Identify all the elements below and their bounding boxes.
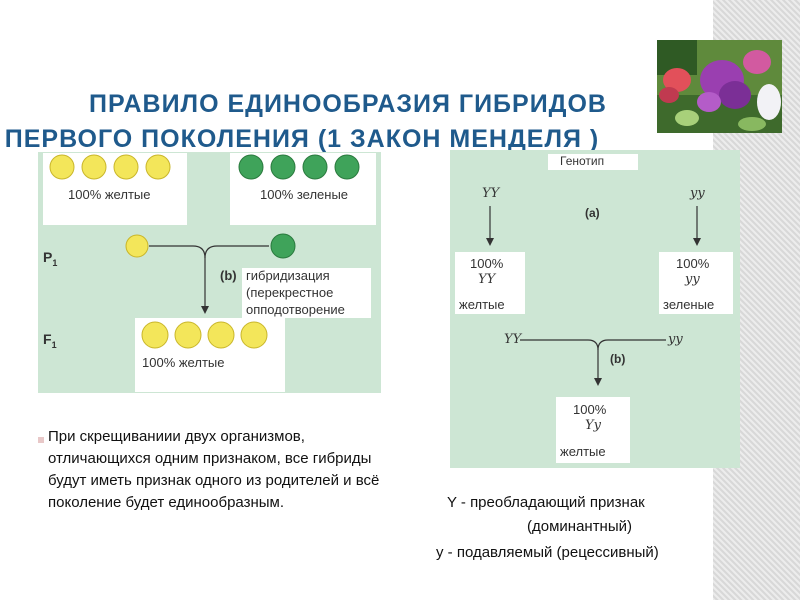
yellow-pea <box>207 321 235 349</box>
yellow-pea <box>240 321 268 349</box>
hybridization-box <box>242 268 371 318</box>
right-genotype-box <box>659 252 733 314</box>
green-pea <box>238 154 264 180</box>
cross-left-genotype: YY <box>504 332 522 347</box>
right-box-genotype: yy <box>685 272 700 287</box>
offspring-genotype-label: желтые <box>560 444 606 459</box>
left-genotype-box <box>455 252 525 314</box>
yellow-pea <box>113 154 139 180</box>
hybridization-line1: гибридизация <box>246 268 330 283</box>
green-pea <box>270 154 296 180</box>
legend-recessive: y - подавляемый (рецессивный) <box>436 544 659 561</box>
yellow-pea <box>141 321 169 349</box>
offspring-label: 100% желтые <box>142 355 225 370</box>
cross-right-genotype: yy <box>668 332 683 347</box>
step-b-label: (b) <box>220 268 237 283</box>
yellow-parent-pea <box>125 234 149 258</box>
hybridization-line2: (перекрестное <box>246 285 334 300</box>
offspring-percent: 100% <box>573 402 607 417</box>
cross-lines-left <box>125 233 296 314</box>
left-box-percent: 100% <box>470 256 504 271</box>
green-parent-label: 100% зеленые <box>260 187 349 202</box>
left-box-label: желтые <box>459 297 505 312</box>
yellow-parent-label: 100% желтые <box>68 187 151 202</box>
offspring-genotype: Yy <box>585 418 601 433</box>
green-pea <box>334 154 360 180</box>
green-parent-peas <box>238 154 360 180</box>
right-box-percent: 100% <box>676 256 710 271</box>
p1-generation-label: P1 <box>43 249 58 268</box>
f1-generation-label: F1 <box>43 331 57 350</box>
sweet-pea-flowers-photo <box>657 40 782 133</box>
legend-dominant-line2: (доминантный) <box>527 518 632 535</box>
slide-title-line1: ПРАВИЛО ЕДИНООБРАЗИЯ ГИБРИДОВ <box>89 90 607 118</box>
parent-right-genotype: yy <box>690 186 705 201</box>
right-box-label: зеленые <box>663 297 715 312</box>
step-a-label: (a) <box>585 206 600 220</box>
arrows-step-a <box>486 206 701 386</box>
slide-title-line2: ПЕРВОГО ПОКОЛЕНИЯ (1 ЗАКОН МЕНДЕЛЯ ) <box>4 125 600 153</box>
hybridization-line3: опподотворение <box>246 302 345 317</box>
left-box-genotype: YY <box>478 272 496 287</box>
yellow-pea <box>145 154 171 180</box>
yellow-pea <box>81 154 107 180</box>
parent-left-genotype: YY <box>482 186 500 201</box>
yellow-pea <box>174 321 202 349</box>
green-parent-pea <box>270 233 296 259</box>
yellow-pea <box>49 154 75 180</box>
offspring-genotype-box <box>556 397 630 463</box>
description-text: При скрещиваниии двух организмов, отлича… <box>48 428 380 511</box>
legend-dominant-line1: Y - преобладающий признак <box>447 494 645 511</box>
genotype-header-box <box>548 154 638 170</box>
offspring-peas <box>141 321 268 349</box>
right-step-b-label: (b) <box>610 352 626 366</box>
genotype-header: Генотип <box>560 154 605 168</box>
green-pea <box>302 154 328 180</box>
yellow-parent-peas <box>49 154 171 180</box>
bullet-marker <box>38 437 44 443</box>
